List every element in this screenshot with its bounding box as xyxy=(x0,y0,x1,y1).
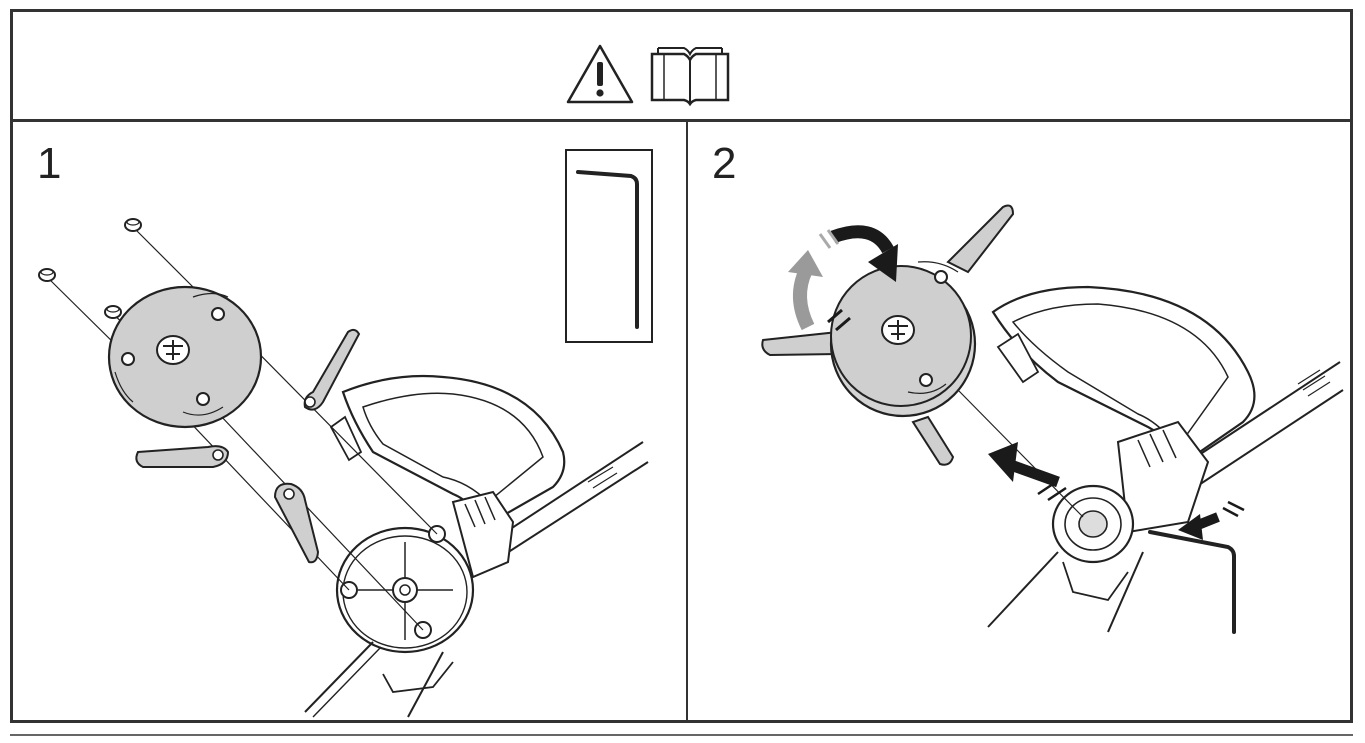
rotate-arrow-grey-icon xyxy=(788,250,823,331)
push-arrow-icon xyxy=(1178,500,1245,540)
step-number-1: 1 xyxy=(37,139,62,188)
step-panel-1: 1 xyxy=(13,122,688,720)
trimmer-lines xyxy=(987,551,1144,633)
warning-triangle-icon xyxy=(566,44,634,104)
header-bar xyxy=(13,12,1350,122)
push-arrow-icon xyxy=(988,442,1067,502)
spindle-hub xyxy=(1051,484,1135,602)
trimmer-lines xyxy=(304,641,444,718)
header-icons xyxy=(566,42,746,108)
blade-left xyxy=(135,445,230,468)
step-2-illustration xyxy=(761,204,1344,634)
blade-upper xyxy=(303,328,361,411)
brand-logo-icon xyxy=(881,315,915,345)
screw xyxy=(124,218,142,232)
screw xyxy=(104,305,122,319)
mounting-plate xyxy=(335,525,475,693)
grass-guard xyxy=(991,285,1256,469)
blade-lower xyxy=(273,482,320,564)
bottom-border xyxy=(10,726,1353,736)
allen-key-inset xyxy=(565,149,653,343)
motor-head xyxy=(451,490,515,579)
brand-logo-icon xyxy=(156,335,190,365)
allen-key xyxy=(1148,530,1236,634)
blade-left xyxy=(761,330,842,357)
manual-book-icon xyxy=(650,47,730,107)
step-1-illustration xyxy=(38,149,653,718)
header-icons-svg xyxy=(566,44,730,107)
instruction-frame: 1 xyxy=(10,9,1353,723)
step-panel-2: 2 xyxy=(688,122,1350,720)
screw xyxy=(38,268,56,282)
rotate-arrow-dark-icon xyxy=(818,225,898,332)
blade-lower xyxy=(911,415,955,466)
grass-guard xyxy=(329,374,566,529)
blade-upper xyxy=(946,204,1015,274)
step-number-2: 2 xyxy=(712,139,737,188)
assembly-guide-line xyxy=(957,389,1084,518)
